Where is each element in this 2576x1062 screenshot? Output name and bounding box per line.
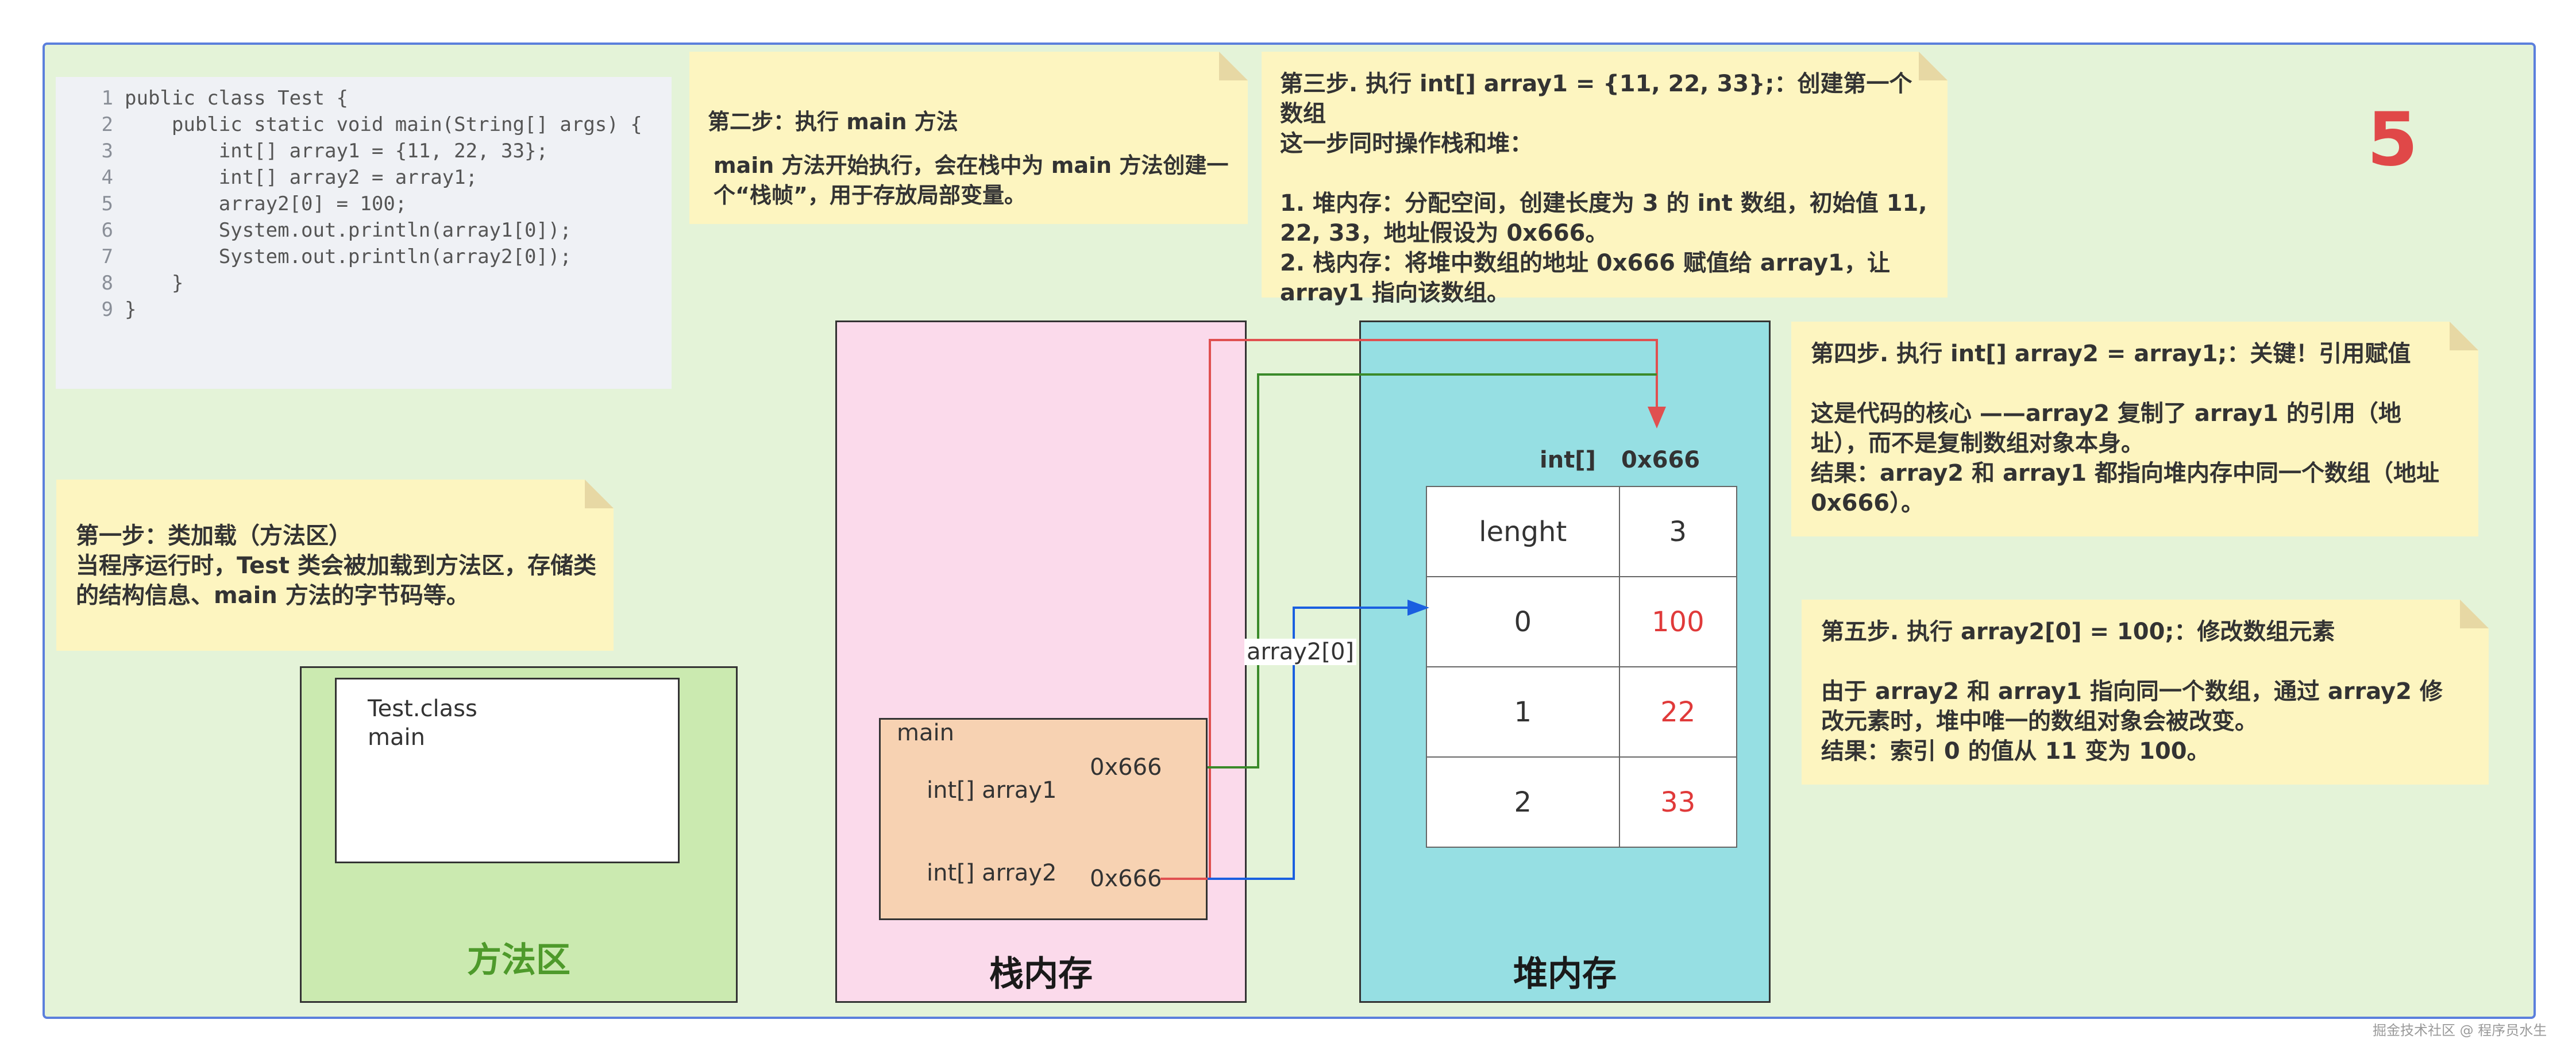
- code-line: 4 int[] array2 = array1;: [88, 164, 672, 191]
- line-number: 1: [101, 87, 113, 110]
- line-number: 4: [101, 166, 113, 189]
- array-address-label: 0x666: [1621, 447, 1700, 473]
- code-text: }: [125, 298, 137, 321]
- array2-index-label: array2[0]: [1244, 639, 1356, 665]
- code-line: 8 }: [88, 270, 672, 296]
- step2-note: 第二步：执行 main 方法 main 方法开始执行，会在栈中为 main 方法…: [689, 52, 1248, 224]
- heap-array-table: lenght 3 0 100 1 22 2 33: [1426, 486, 1738, 848]
- table-row: lenght 3: [1426, 486, 1738, 577]
- line-number: 7: [101, 245, 113, 268]
- code-text: array2[0] = 100;: [125, 192, 407, 215]
- step4-body1: 这是代码的核心 ——array2 复制了 array1 的引用（地址），而不是复…: [1811, 400, 2401, 457]
- line-number: 6: [101, 219, 113, 242]
- line-number: 8: [101, 272, 113, 295]
- code-text: System.out.println(array1[0]);: [125, 219, 572, 242]
- table-row: 0 100: [1426, 576, 1738, 667]
- step3-intro: 这一步同时操作栈和堆：: [1280, 130, 1533, 157]
- step1-title: 第一步：类加载（方法区）: [76, 523, 352, 549]
- step3-item1: 1. 堆内存：分配空间，创建长度为 3 的 int 数组，初始值 11, 22,…: [1280, 190, 1927, 246]
- line-number: 2: [101, 113, 113, 136]
- step5-note: 第五步. 执行 array2[0] = 100;：修改数组元素 由于 array…: [1802, 600, 2489, 785]
- array2-index-write-arrow: [1208, 607, 1419, 880]
- method-area-title: 方法区: [467, 940, 570, 980]
- table-cell-key: 2: [1426, 756, 1620, 848]
- step2-title: 第二步：执行 main 方法: [708, 109, 958, 134]
- array-type-label: int[]: [1540, 447, 1596, 473]
- code-line: 3 int[] array1 = {11, 22, 33};: [88, 138, 672, 164]
- table-cell-key: 1: [1426, 666, 1620, 758]
- table-cell-value: 22: [1618, 666, 1738, 758]
- code-text: System.out.println(array2[0]);: [125, 245, 572, 268]
- array2-var-label: int[] array2: [927, 860, 1057, 886]
- step1-note: 第一步：类加载（方法区） 当程序运行时，Test 类会被加载到方法区，存储类的结…: [56, 480, 614, 651]
- table-cell-value: 100: [1618, 576, 1738, 667]
- code-text: int[] array1 = {11, 22, 33};: [125, 140, 548, 163]
- table-cell-key: lenght: [1426, 486, 1620, 577]
- code-text: }: [125, 272, 184, 295]
- table-row: 1 22: [1426, 666, 1738, 758]
- frame-name: main: [897, 720, 954, 746]
- line-number: 3: [101, 140, 113, 163]
- array1-reference-arrow: [1160, 339, 1658, 880]
- array1-var-label: int[] array1: [927, 777, 1057, 804]
- step5-title: 第五步. 执行 array2[0] = 100;：修改数组元素: [1821, 619, 2335, 645]
- array2-write-arrowhead: [1407, 600, 1429, 616]
- code-line: 5 array2[0] = 100;: [88, 191, 672, 217]
- table-row: 2 33: [1426, 756, 1738, 848]
- step2-body: main 方法开始执行，会在栈中为 main 方法创建一个“栈帧”，用于存放局部…: [714, 153, 1229, 208]
- heap-title: 堆内存: [1513, 954, 1617, 994]
- step-number: 5: [2367, 97, 2419, 183]
- step3-note: 第三步. 执行 int[] array1 = {11, 22, 33};：创建第…: [1262, 52, 1948, 306]
- main-stack-frame: main int[] array1 0x666 int[] array2 0x6…: [879, 718, 1208, 920]
- code-line: 1 public class Test {: [88, 85, 672, 111]
- step4-note: 第四步. 执行 int[] array2 = array1;：关键！引用赋值 这…: [1791, 322, 2478, 536]
- table-cell-value: 3: [1618, 486, 1738, 577]
- array2-var-value: 0x666: [1090, 866, 1162, 892]
- code-text: public static void main(String[] args) {: [125, 113, 642, 136]
- step1-body: 当程序运行时，Test 类会被加载到方法区，存储类的结构信息、main 方法的字…: [76, 553, 596, 609]
- array2-reference-line: [1208, 373, 1657, 768]
- step3-item2: 2. 栈内存：将堆中数组的地址 0x666 赋值给 array1，让 array…: [1280, 250, 1890, 306]
- code-line: 9}: [88, 296, 672, 323]
- watermark: 掘金技术社区 @ 程序员水生: [2373, 1022, 2547, 1038]
- array1-arrowhead: [1648, 407, 1666, 428]
- step5-body2: 结果：索引 0 的值从 11 变为 100。: [1821, 738, 2210, 764]
- class-name: Test.class: [368, 696, 477, 722]
- code-line: 6 System.out.println(array1[0]);: [88, 217, 672, 244]
- array1-var-value: 0x666: [1090, 754, 1162, 781]
- line-number: 5: [101, 192, 113, 215]
- class-method: main: [368, 724, 425, 751]
- code-text: public class Test {: [125, 87, 348, 110]
- step5-body1: 由于 array2 和 array1 指向同一个数组，通过 array2 修改元…: [1821, 678, 2443, 735]
- stack-title: 栈内存: [989, 954, 1093, 994]
- step4-title: 第四步. 执行 int[] array2 = array1;：关键！引用赋值: [1811, 341, 2411, 367]
- code-line: 2 public static void main(String[] args)…: [88, 111, 672, 138]
- table-cell-key: 0: [1426, 576, 1620, 667]
- line-number: 9: [101, 298, 113, 321]
- class-box: Test.class main: [335, 678, 680, 863]
- table-cell-value: 33: [1618, 756, 1738, 848]
- code-text: int[] array2 = array1;: [125, 166, 478, 189]
- step3-title: 第三步. 执行 int[] array1 = {11, 22, 33};：创建第…: [1280, 71, 1912, 127]
- code-line: 7 System.out.println(array2[0]);: [88, 244, 672, 270]
- step4-body2: 结果：array2 和 array1 都指向堆内存中同一个数组（地址 0x666…: [1811, 460, 2440, 516]
